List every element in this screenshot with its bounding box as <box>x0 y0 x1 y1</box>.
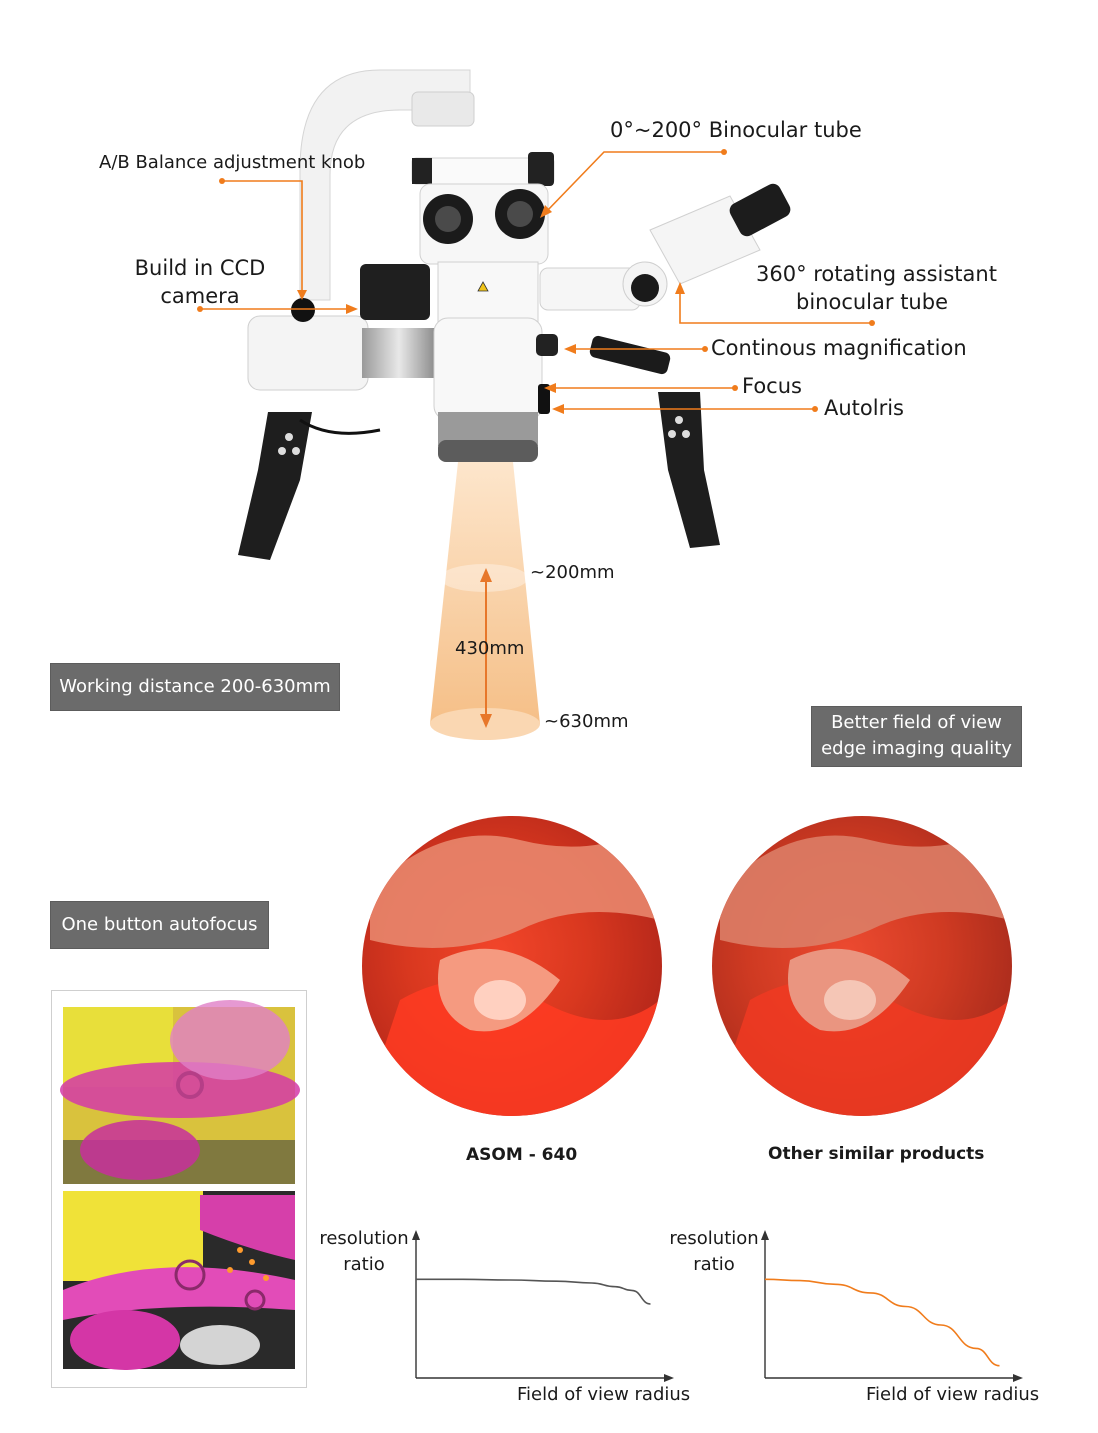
working-distance-box: Working distance 200-630mm <box>51 664 339 710</box>
field-of-view-box: Better field of view edge imaging qualit… <box>812 707 1021 766</box>
chart-asom-ylabel-line2: ratio <box>343 1254 385 1275</box>
callout-leaders <box>200 151 872 414</box>
series-line-other <box>764 1278 1000 1367</box>
callout-ccd-line1: Build in CCD <box>134 256 266 280</box>
callout-autoiris: Autolris <box>824 396 905 420</box>
callout-balance-knob: A/B Balance adjustment knob <box>99 152 366 173</box>
beam-near-label: ~200mm <box>530 562 615 583</box>
callout-focus: Focus <box>742 374 802 398</box>
ccd-camera-body <box>247 264 436 391</box>
callout-ccd-camera: Build in CCD camera <box>130 254 270 310</box>
assistant-tube <box>539 183 791 311</box>
autofocus-box: One button autofocus <box>51 902 268 948</box>
beam-mid-label: 430mm <box>455 638 525 659</box>
light-beam <box>430 462 540 740</box>
chart-asom-ylabel-line1: resolution <box>319 1228 409 1249</box>
sharp-flower-photo <box>63 1191 295 1370</box>
chart-asom <box>412 1230 674 1382</box>
x-axis-arrow <box>664 1374 674 1382</box>
chart-other-xlabel: Field of view radius <box>866 1384 1040 1405</box>
y-axis-arrow <box>761 1230 769 1240</box>
chart-other-ylabel: resolution ratio <box>668 1226 760 1278</box>
callout-assistant-tube: 360° rotating assistant binocular tube <box>756 260 997 316</box>
beam-far-label: ~630mm <box>544 711 629 732</box>
field-of-view-line1: Better field of view <box>831 712 1002 733</box>
field-of-view-line2: edge imaging quality <box>821 738 1012 759</box>
asom-caption: ASOM - 640 <box>466 1145 578 1165</box>
series-line-asom <box>416 1278 651 1305</box>
other-caption: Other similar products <box>768 1144 985 1164</box>
microscope-body <box>411 152 558 462</box>
asom-image <box>362 816 662 1116</box>
chart-other-ylabel-line1: resolution <box>669 1228 759 1249</box>
x-axis-arrow <box>1013 1374 1023 1382</box>
stand-arm <box>299 69 475 301</box>
callout-magnification: Continous magnification <box>711 336 967 360</box>
chart-other <box>761 1230 1023 1382</box>
callout-binocular-tube: 0°~200° Binocular tube <box>610 118 862 142</box>
blurred-flower-photo <box>60 1000 300 1184</box>
y-axis-arrow <box>412 1230 420 1240</box>
chart-asom-ylabel: resolution ratio <box>318 1226 410 1278</box>
right-handle <box>589 335 720 548</box>
left-handle <box>238 412 381 560</box>
callout-assistant-line2: binocular tube <box>796 290 948 314</box>
callout-assistant-line1: 360° rotating assistant <box>756 262 997 286</box>
chart-other-ylabel-line2: ratio <box>693 1254 735 1275</box>
callout-dots <box>197 149 875 412</box>
callout-ccd-line2: camera <box>160 284 240 308</box>
chart-asom-xlabel: Field of view radius <box>517 1384 691 1405</box>
autofocus-photo-frame <box>51 990 307 1388</box>
other-product-image <box>712 816 1012 1116</box>
